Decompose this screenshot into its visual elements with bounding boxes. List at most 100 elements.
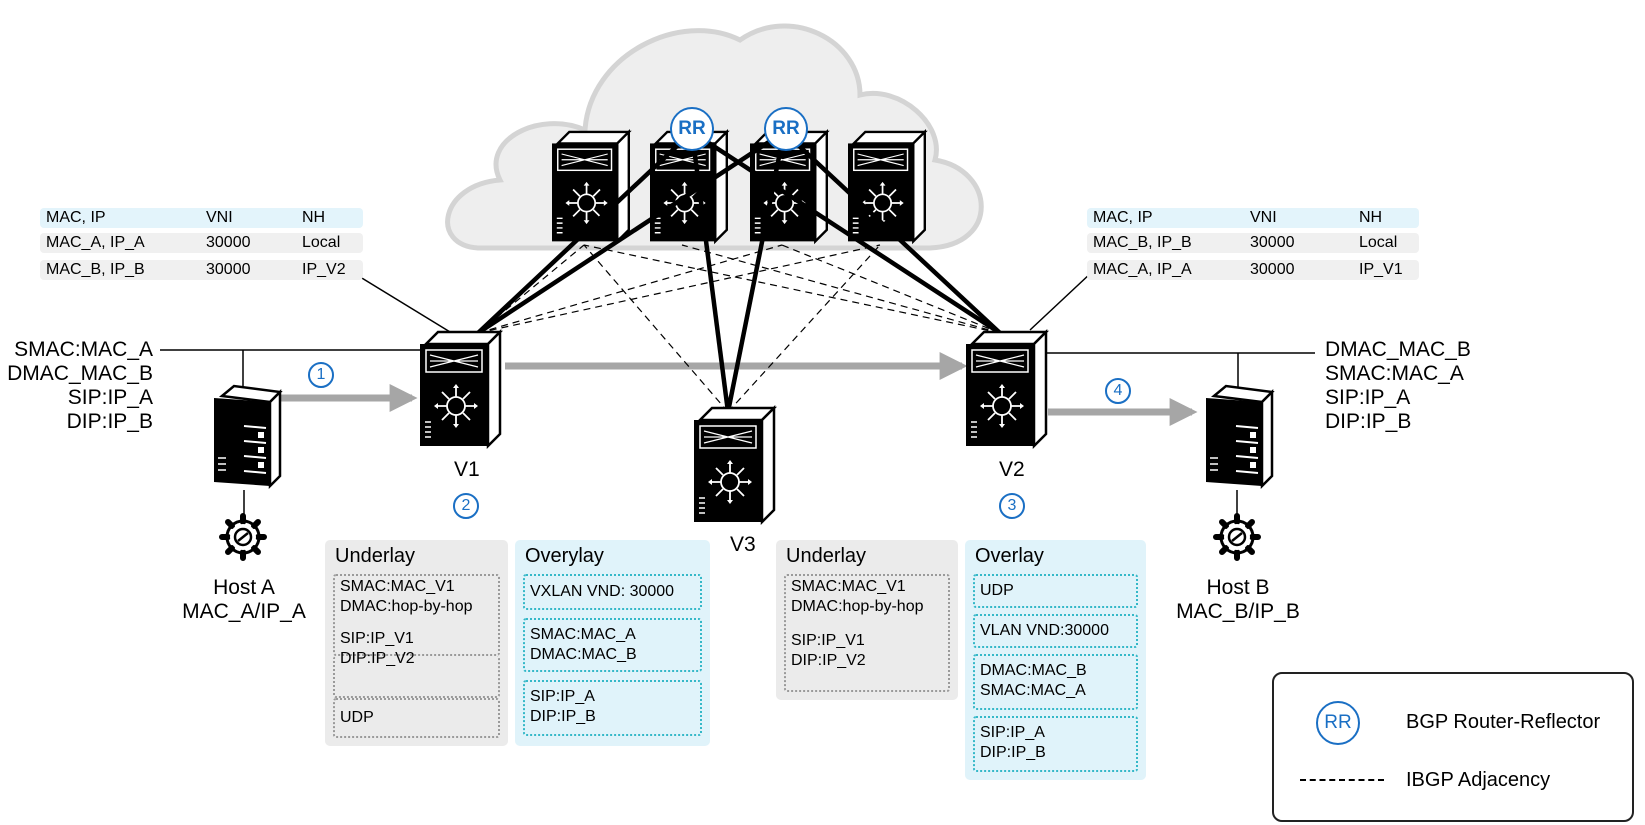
cell-vni: 30000	[1250, 234, 1295, 251]
field-line: SIP:IP_V1	[340, 630, 414, 647]
col-header-nh: NH	[302, 209, 326, 226]
server-host-a-icon	[212, 384, 282, 488]
leader-right	[1029, 271, 1093, 331]
col-header-mac-ip: MAC, IP	[1093, 209, 1153, 226]
route-table-header: MAC, IP VNI NH	[40, 208, 363, 228]
step-marker-1: 1	[308, 362, 334, 388]
rr-node-1: RR	[670, 107, 714, 151]
step-marker-2: 2	[453, 493, 479, 519]
field-udp: UDP	[973, 574, 1138, 608]
overlay-panel-v1: Overylay VXLAN VND: 30000 SMAC:MAC_A DMA…	[515, 540, 710, 746]
cell-mac-ip: MAC_B, IP_B	[1093, 234, 1192, 251]
cell-nh: IP_V1	[1359, 261, 1403, 278]
gear-host-a-icon	[222, 516, 264, 558]
field-line: DIP:IP_B	[530, 708, 596, 725]
cell-mac-ip: MAC_B, IP_B	[46, 261, 145, 278]
table-row: MAC_B, IP_B 30000 Local	[1087, 233, 1419, 253]
field-line: SMAC:MAC_V1	[791, 578, 906, 595]
field-ip	[333, 656, 500, 698]
panel-title: Overylay	[525, 545, 604, 567]
panel-title: Underlay	[786, 545, 867, 567]
host-address: MAC_B/IP_B	[1176, 600, 1300, 623]
field-udp: UDP	[333, 698, 500, 738]
field-line: DMAC:MAC_B	[980, 662, 1087, 679]
field-line: DIP:IP_B	[980, 744, 1046, 761]
packet-field: DIP:IP_B	[66, 410, 153, 433]
field-line: SMAC:MAC_V1	[340, 578, 455, 595]
col-header-vni: VNI	[1250, 209, 1277, 226]
underlay-panel-v1: Underlay SMAC:MAC_V1 DMAC:hop-by-hop SIP…	[325, 540, 508, 746]
node-label-v2: V2	[999, 458, 1025, 481]
field-line: SIP:IP_A	[530, 688, 595, 705]
field-line: UDP	[340, 709, 374, 726]
host-b-label: Host B MAC_B/IP_B	[1168, 576, 1308, 624]
legend: RR BGP Router-Reflector IBGP Adjacency	[1272, 672, 1634, 822]
packet-field: DIP:IP_B	[1325, 410, 1412, 433]
table-row: MAC_B, IP_B 30000 IP_V2	[40, 260, 363, 280]
panel-title: Underlay	[335, 545, 416, 567]
table-row: MAC_A, IP_A 30000 Local	[40, 233, 363, 253]
legend-ibgp-label: IBGP Adjacency	[1406, 769, 1551, 791]
legend-dash-icon	[1300, 779, 1384, 781]
col-header-nh: NH	[1359, 209, 1383, 226]
underlay-panel-v2: Underlay SMAC:MAC_V1 DMAC:hop-by-hop SIP…	[776, 540, 958, 700]
node-label-v1: V1	[454, 458, 480, 481]
overlay-panel-v2: Overlay UDP VLAN VND:30000 DMAC:MAC_B SM…	[965, 540, 1146, 780]
field-line: UDP	[980, 582, 1014, 599]
packet-field: SMAC:MAC_A	[1325, 362, 1464, 385]
step-marker-3: 3	[999, 493, 1025, 519]
field-line: SIP:IP_A	[980, 724, 1045, 741]
host-address: MAC_A/IP_A	[182, 600, 306, 623]
legend-rr-icon: RR	[1316, 701, 1360, 745]
field-mac: SMAC:MAC_V1 DMAC:hop-by-hop SIP:IP_V1 DI…	[333, 574, 500, 667]
field-line: DMAC:hop-by-hop	[791, 598, 924, 615]
field-line: DIP:IP_V2	[791, 652, 866, 669]
cell-vni: 30000	[206, 261, 251, 278]
packet-field: SIP:IP_A	[67, 386, 153, 409]
host-a-link	[160, 349, 430, 390]
field-line: DMAC:hop-by-hop	[340, 598, 473, 615]
col-header-mac-ip: MAC, IP	[46, 209, 106, 226]
field-line: SMAC:MAC_A	[980, 682, 1086, 699]
field-line: VXLAN VND: 30000	[530, 583, 675, 600]
switch-v2-icon	[964, 330, 1048, 448]
panel-title: Overlay	[975, 545, 1044, 567]
cell-nh: IP_V2	[302, 261, 346, 278]
cell-nh: Local	[302, 234, 341, 251]
field-line: VLAN VND:30000	[980, 622, 1109, 639]
node-label-v3: V3	[730, 533, 756, 556]
legend-rr-label: BGP Router-Reflector	[1406, 711, 1601, 733]
server-host-b-icon	[1204, 384, 1274, 488]
host-name: Host A	[213, 576, 275, 599]
step-marker-4: 4	[1105, 378, 1131, 404]
field-line: DIP:IP_V2	[340, 650, 415, 667]
gear-host-b-icon	[1216, 516, 1258, 558]
packet-field: DMAC_MAC_B	[1325, 338, 1471, 361]
packet-headers-right: DMAC_MAC_B SMAC:MAC_A SIP:IP_A DIP:IP_B	[1325, 338, 1471, 434]
host-a-label: Host A MAC_A/IP_A	[178, 576, 310, 624]
field-mac-ip: SMAC:MAC_V1 DMAC:hop-by-hop SIP:IP_V1 DI…	[784, 574, 950, 692]
host-name: Host B	[1206, 576, 1270, 599]
packet-field: SIP:IP_A	[1325, 386, 1411, 409]
leader-left	[351, 271, 456, 336]
cell-vni: 30000	[206, 234, 251, 251]
packet-headers-left: SMAC:MAC_A DMAC_MAC_B SIP:IP_A DIP:IP_B	[7, 338, 153, 434]
packet-field: SMAC:MAC_A	[14, 338, 153, 361]
table-row: MAC_A, IP_A 30000 IP_V1	[1087, 260, 1419, 280]
packet-field: DMAC_MAC_B	[7, 362, 153, 385]
field-line: SIP:IP_V1	[791, 632, 865, 649]
field-mac: DMAC:MAC_B SMAC:MAC_A	[973, 654, 1138, 710]
host-b-link	[1035, 352, 1315, 390]
col-header-vni: VNI	[206, 209, 233, 226]
switch-v3-icon	[692, 406, 776, 524]
cell-vni: 30000	[1250, 261, 1295, 278]
field-vxlan: VXLAN VND: 30000	[523, 574, 702, 610]
field-vlan: VLAN VND:30000	[973, 614, 1138, 648]
cell-mac-ip: MAC_A, IP_A	[46, 234, 145, 251]
rr-node-2: RR	[764, 107, 808, 151]
route-table-header: MAC, IP VNI NH	[1087, 208, 1419, 228]
ibgp-adjacencies	[477, 244, 1001, 413]
field-line: SMAC:MAC_A	[530, 626, 636, 643]
cell-mac-ip: MAC_A, IP_A	[1093, 261, 1192, 278]
